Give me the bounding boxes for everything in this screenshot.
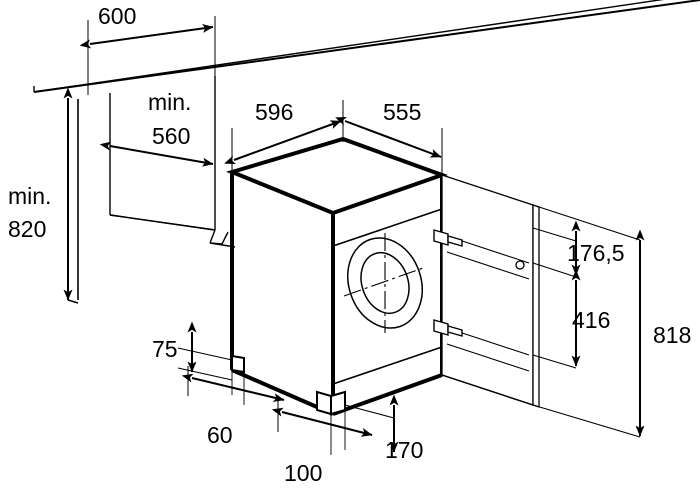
label-75: 75 [152, 336, 178, 362]
appliance-door-porthole [343, 233, 427, 333]
label-560-prefix: min. [148, 89, 191, 115]
dim-60-arrow [181, 373, 285, 402]
niche-floor [109, 214, 236, 248]
label-176-5: 176,5 [567, 240, 625, 266]
adjustable-feet [231, 354, 346, 455]
dim-100-arrow [271, 407, 373, 437]
dim-555-arrow [335, 116, 442, 158]
dim-596-arrow [224, 120, 342, 165]
label-60: 60 [207, 422, 233, 448]
countertop [33, 0, 700, 93]
niche-left-wall [67, 76, 216, 304]
label-600: 600 [98, 3, 136, 29]
furniture-door-panel [441, 174, 540, 408]
dimension-labels: 600 min. 560 min. 820 596 555 176,5 416 … [8, 3, 691, 486]
dim-600-arrow [79, 23, 214, 49]
label-596: 596 [255, 99, 293, 125]
label-820: 820 [8, 216, 46, 242]
appliance-body [225, 136, 448, 416]
label-818: 818 [653, 322, 691, 348]
door-handle-knob [515, 260, 525, 270]
door-hinge-upper [433, 229, 463, 247]
dimension-arrows [63, 23, 645, 453]
dim-560-arrow [99, 141, 214, 167]
label-820-prefix: min. [8, 183, 51, 209]
label-555: 555 [383, 99, 421, 125]
label-416: 416 [572, 307, 610, 333]
label-560: 560 [152, 123, 190, 149]
label-170: 170 [385, 437, 423, 463]
door-hinge-lower [433, 319, 463, 337]
label-100: 100 [284, 460, 322, 486]
